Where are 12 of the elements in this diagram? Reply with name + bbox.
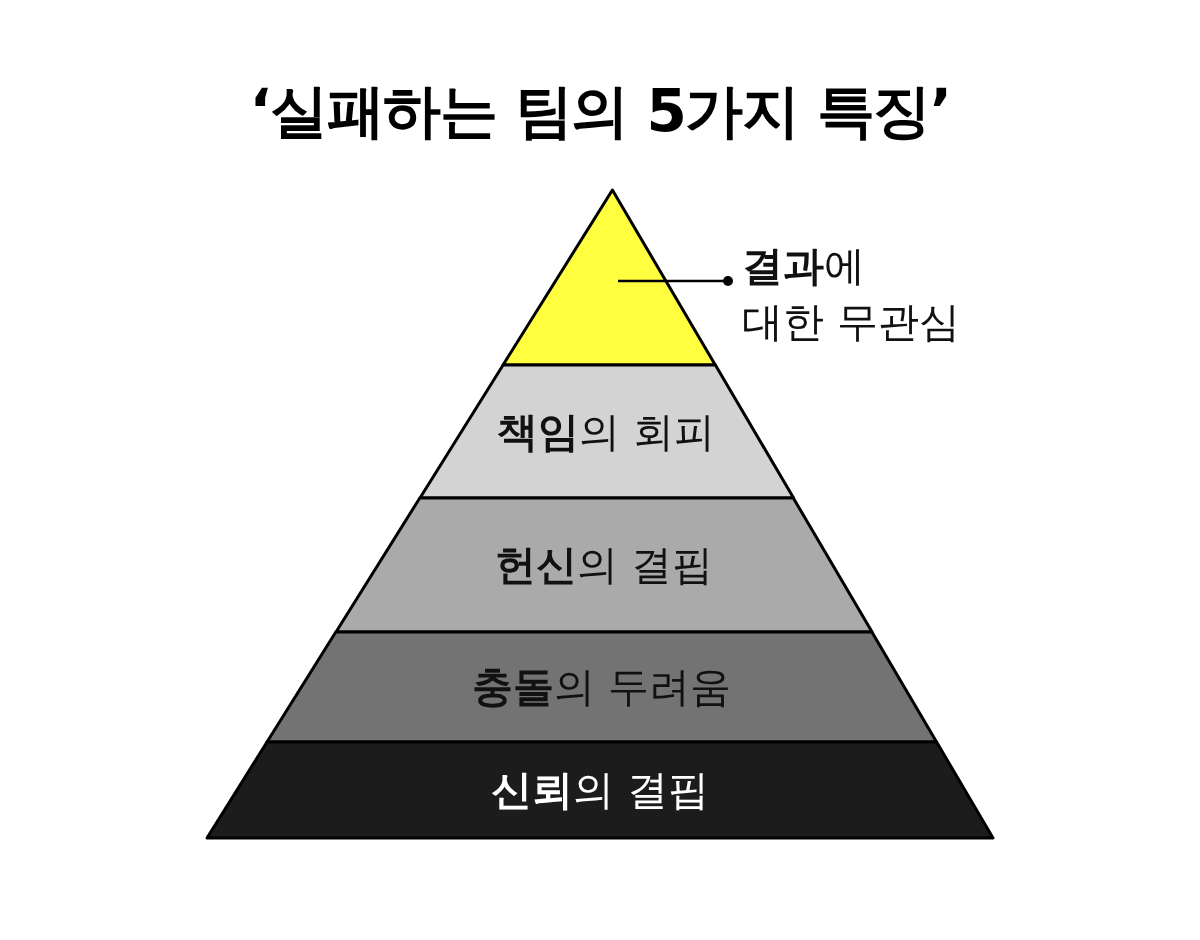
tier-label: 책임의 회피 [497,406,716,457]
tier-label: 신뢰의 결핍 [491,765,709,815]
pyramid-tier [333,496,874,634]
title: ‘실패하는 팀의 5가지 특징’ [249,76,951,146]
callout-label: 결과에 대한 무관심 [742,238,961,350]
tier-label: 헌신의 결핍 [494,540,713,590]
tier-label: 충돌의 두려움 [472,662,732,712]
pyramid-apex [500,188,717,367]
pyramid-tier [205,740,995,840]
leader-line [618,276,733,286]
pyramid-tier [265,630,939,744]
pyramid-tier [417,363,796,500]
